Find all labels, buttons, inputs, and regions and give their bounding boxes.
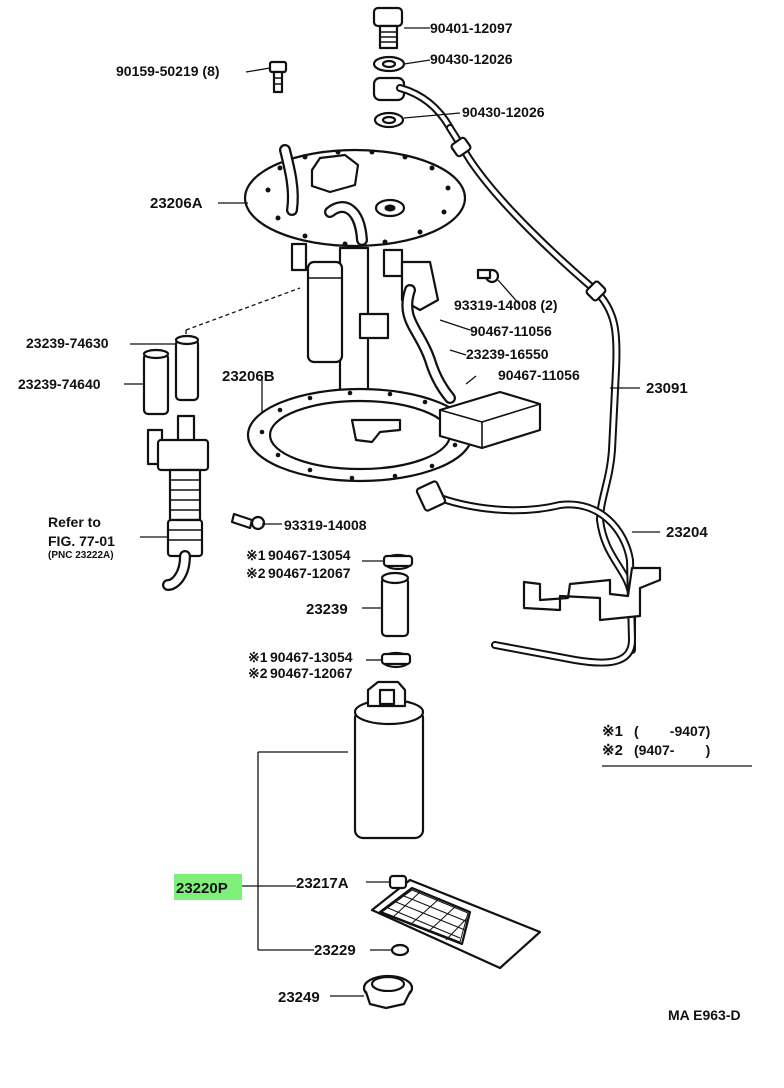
label-90401-12097[interactable]: 90401-12097 <box>430 20 513 36</box>
set-plate-gasket <box>246 387 474 483</box>
dashed-guide <box>185 287 301 331</box>
fuel-line-lower <box>415 480 662 667</box>
part-labels: 90401-12097 90430-12026 90159-50219 (8) … <box>18 20 741 1023</box>
label-90467-12067-a[interactable]: 90467-12067 <box>268 565 351 581</box>
pump-bracket <box>438 390 542 450</box>
label-90467-11056-b[interactable]: 90467-11056 <box>498 367 580 383</box>
hose-clamp-lower <box>380 651 412 669</box>
label-23206A[interactable]: 23206A <box>150 195 203 212</box>
label-23217A[interactable]: 23217A <box>296 875 349 892</box>
label-23239-74640[interactable]: 23239-74640 <box>18 376 101 392</box>
ref-line-2[interactable]: FIG. 77-01 <box>48 533 115 549</box>
legend-mark-2: ※2 <box>602 742 623 759</box>
label-23239[interactable]: 23239 <box>306 601 348 618</box>
ref-line-1: Refer to <box>48 514 101 530</box>
label-23091[interactable]: 23091 <box>646 380 688 397</box>
fuel-pump <box>353 680 425 840</box>
screw-plate <box>230 512 266 531</box>
gasket-lower <box>373 111 405 129</box>
marker-2a: ※2 <box>246 565 266 581</box>
hose-23239 <box>380 571 410 638</box>
label-23249[interactable]: 23249 <box>278 989 320 1006</box>
label-90159-50219[interactable]: 90159-50219 (8) <box>116 63 220 79</box>
label-90467-13054-b[interactable]: 90467-13054 <box>270 649 353 665</box>
label-23229[interactable]: 23229 <box>314 942 356 959</box>
screw-sender <box>476 268 500 284</box>
legend-mark-1: ※1 <box>602 723 623 740</box>
hose-clamp-upper <box>382 553 414 571</box>
label-23206B[interactable]: 23206B <box>222 368 275 385</box>
legend-text-2: (9407- ) <box>634 742 710 758</box>
fuel-filter <box>370 874 542 970</box>
marker-1a: ※1 <box>246 547 266 563</box>
label-90467-12067-b[interactable]: 90467-12067 <box>270 665 353 681</box>
label-90430-12026-b[interactable]: 90430-12026 <box>462 104 545 120</box>
gasket-upper <box>372 55 406 73</box>
filter-clip <box>390 943 410 957</box>
legend-text-1: ( -9407) <box>634 723 710 739</box>
diagram-code: MA E963-D <box>668 1007 741 1023</box>
label-90467-13054-a[interactable]: 90467-13054 <box>268 547 351 563</box>
marker-1b: ※1 <box>248 649 268 665</box>
leader-lines <box>124 27 752 997</box>
hose-74640 <box>142 348 170 416</box>
union-bolt <box>372 6 404 50</box>
label-90467-11056-a[interactable]: 90467-11056 <box>470 323 552 339</box>
highlight-box <box>174 874 242 900</box>
reference-pump-part <box>146 414 210 591</box>
screw-small <box>268 60 288 94</box>
label-23220P[interactable]: 23220P <box>176 880 228 897</box>
retainer-ring <box>362 974 414 1010</box>
label-23204[interactable]: 23204 <box>666 524 708 541</box>
union-fitting <box>372 76 454 132</box>
hose-74630 <box>174 334 200 402</box>
label-90430-12026-a[interactable]: 90430-12026 <box>430 51 513 67</box>
label-93319-14008-2[interactable]: 93319-14008 (2) <box>454 297 558 313</box>
marker-2b: ※2 <box>248 665 268 681</box>
label-93319-14008[interactable]: 93319-14008 <box>284 517 367 533</box>
ref-line-3: (PNC 23222A) <box>48 550 114 561</box>
label-23239-74630[interactable]: 23239-74630 <box>26 335 109 351</box>
label-23239-16550[interactable]: 23239-16550 <box>466 346 549 362</box>
fuel-line-tube <box>446 124 636 654</box>
sender-gauge-plate <box>243 144 467 248</box>
